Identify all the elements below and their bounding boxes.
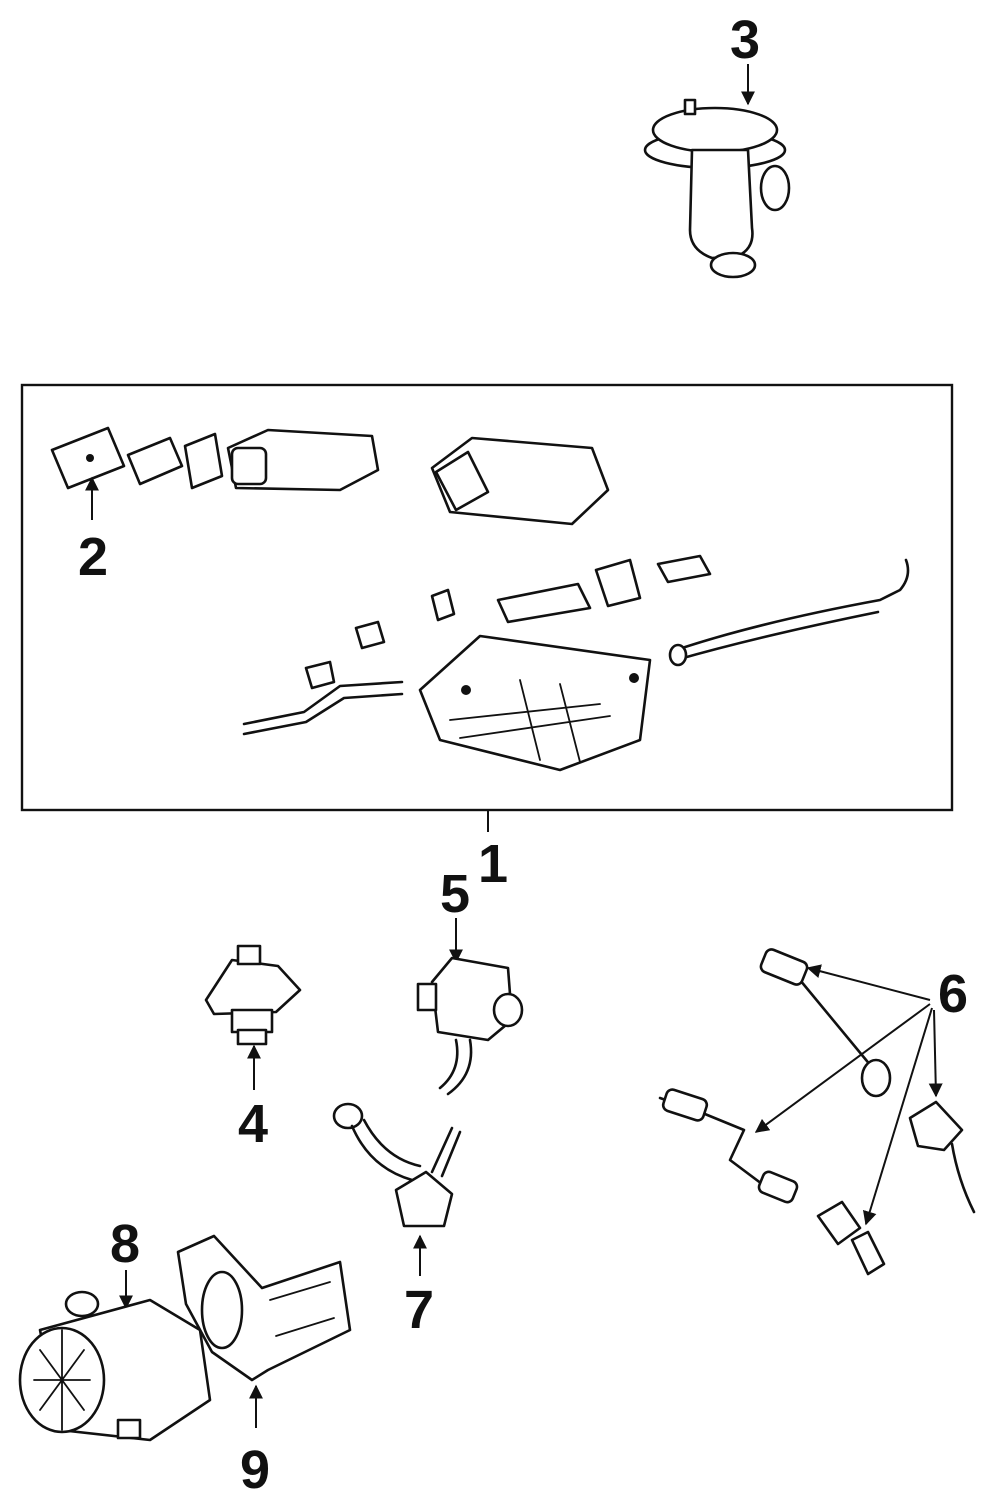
pump-fan-vanes [33,1329,91,1431]
fitting-hose-clamp [496,582,592,624]
sensor-d-tip [850,1230,886,1276]
callout-3: 3 [730,10,760,70]
sensor-a-plug [860,1058,892,1098]
valve7-fitting [332,1102,364,1130]
vent-hose-end [668,643,688,667]
canister-right-port [434,450,490,512]
part-5-solenoid: 5 [416,864,524,1096]
sensor-connector [236,944,262,966]
callout-6: 6 [938,964,968,1024]
callout-1: 1 [478,834,508,894]
callout-7: 7 [404,1280,434,1340]
valve-nipple [683,98,697,116]
leader-6d [928,1009,943,1098]
sensor-b-body [661,1088,709,1122]
clip-1 [126,436,184,486]
leader-6a [806,964,931,1001]
canister-right [430,436,610,526]
callout-5: 5 [440,864,470,924]
tray-hole-b [629,673,639,683]
sensor-d-body [816,1200,862,1246]
sensor-tip [236,1028,268,1046]
callout-4: 4 [238,1094,268,1154]
valve7-hose-a [350,1118,422,1182]
vent-hose [674,558,910,652]
part-4-sensor: 4 [204,944,302,1154]
valve-diaphragm-housing [651,106,779,154]
solenoid-hose [438,1038,473,1096]
purge-line-a [242,680,404,726]
sensor-a-body [759,948,809,986]
part-3-vacuum-valve: 3 [643,10,791,279]
part-8-air-pump: 8 [18,1214,212,1442]
sensor-c-body [908,1100,964,1152]
fitting-clip-b [354,620,386,650]
purge-line-b [242,692,404,736]
part-6-sensors: 6 [658,948,976,1276]
canister-left [226,428,380,492]
clip-2 [183,432,224,490]
valve-port [759,164,791,212]
part-2-bracket: 2 [50,426,126,587]
part-7-valve: 7 [332,1102,462,1340]
fitting-bolt [656,554,712,584]
part-1-group: 1 2 [20,383,954,894]
callout-2: 2 [78,527,108,587]
bracket9-slots [269,1281,335,1337]
sensor-b-plug [757,1170,799,1204]
valve7-body [394,1170,454,1228]
bracket9-opening [200,1270,244,1350]
part-9-pump-bracket: 9 [176,1234,352,1500]
solenoid-tab [416,982,438,1012]
solenoid-port [492,992,524,1028]
pump-mount [116,1418,142,1440]
pump-outlet [64,1290,100,1318]
valve-outlet [709,251,757,279]
fitting-clip-a [430,588,456,622]
sensor-flange [204,958,302,1016]
sensor-c-wire [950,1142,976,1214]
canister-tray [418,634,652,772]
bracket-hole [86,454,94,462]
tray-hole-a [461,685,471,695]
vent-hose-edge [674,610,880,662]
fitting-connector [594,558,642,608]
valve7-hose-b [430,1126,462,1178]
fitting-clip-c [304,660,336,690]
canister-right-body [430,436,610,526]
tray-body [418,634,652,772]
valve-body [688,148,754,260]
canister-left-port [230,446,268,486]
tray-ribs [449,679,611,763]
leader-6b [754,1003,931,1133]
leader-6c [862,1007,933,1226]
callout-8: 8 [110,1214,140,1274]
callout-9: 9 [240,1440,270,1500]
